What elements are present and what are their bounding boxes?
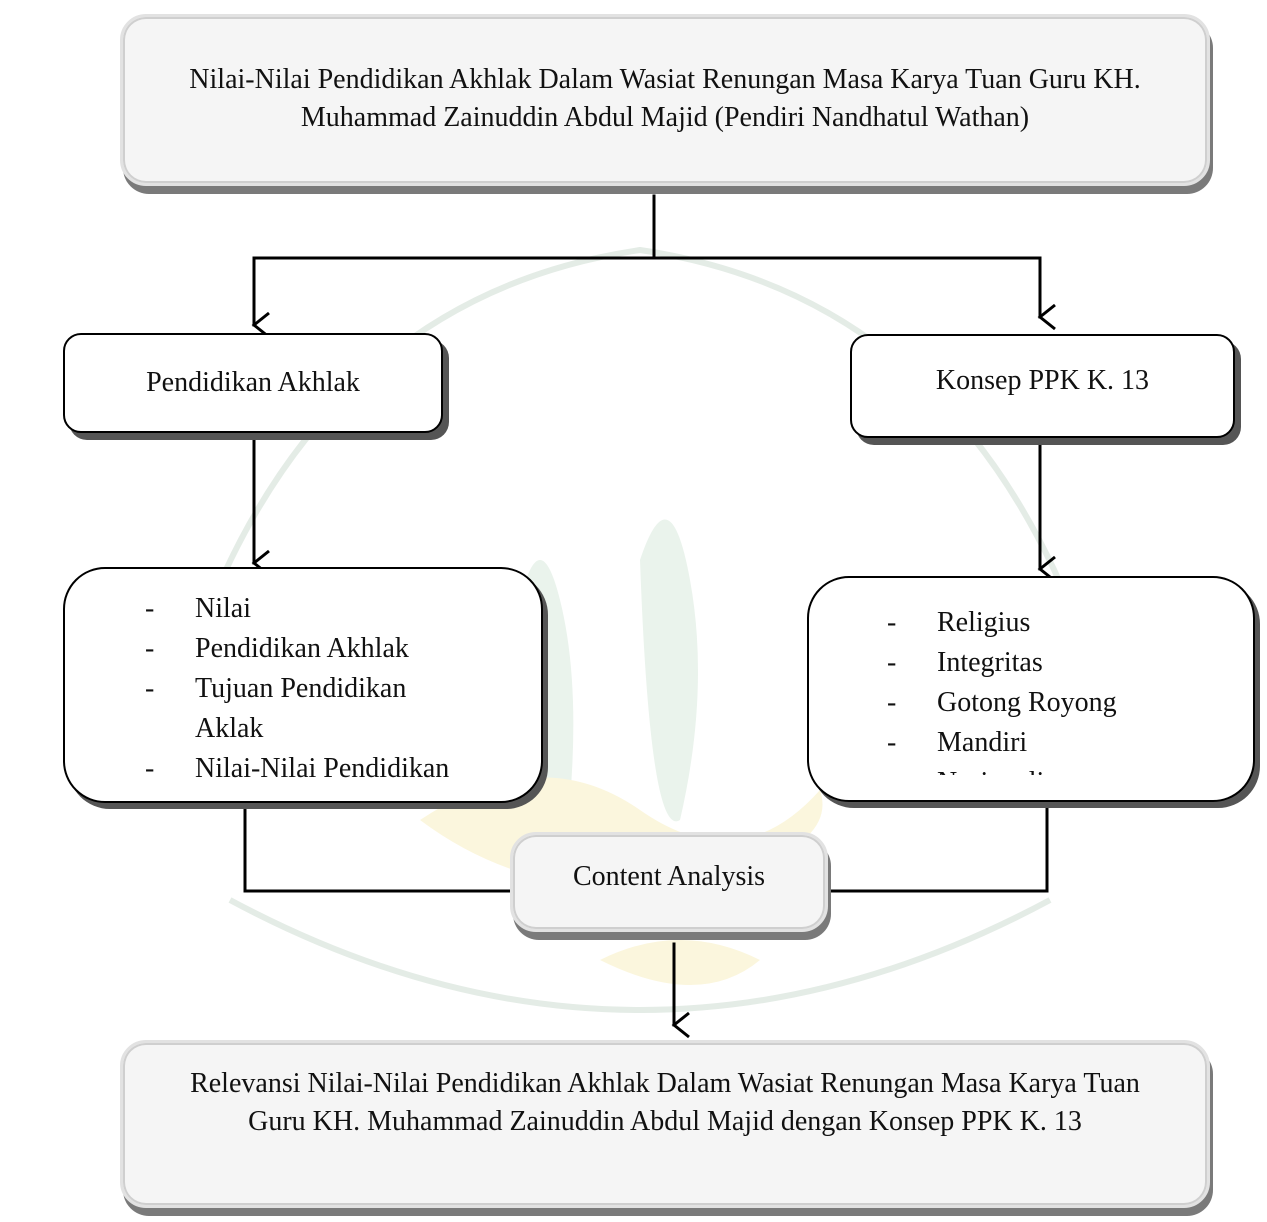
source-text-box: Nilai-Nilai Pendidikan Akhlak Dalam Wasi… (120, 14, 1210, 186)
list-item: - Nilai (145, 589, 541, 629)
source-text-title: Nilai-Nilai Pendidikan Akhlak Dalam Wasi… (189, 64, 1141, 133)
list-item-text: Nasionalis (937, 763, 1217, 775)
konsep-ppk-list-box: - Religius - Integritas - Gotong Royong … (807, 576, 1255, 802)
relevance-result-box: Relevansi Nilai-Nilai Pendidikan Akhlak … (120, 1040, 1210, 1208)
pendidikan-akhlak-title: Pendidikan Akhlak (146, 367, 360, 398)
list-dash: - (887, 607, 897, 638)
list-item-text: Gotong Royong (937, 687, 1117, 718)
list-dash: - (145, 673, 155, 704)
list-item: - Nilai-Nilai Pendidikan (145, 749, 541, 789)
list-item: - Tujuan Pendidikan Aklak (145, 669, 541, 749)
list-item-text: Nilai (195, 593, 251, 624)
list-item-text: Nilai-Nilai Pendidikan (195, 753, 450, 784)
list-dash: - (887, 647, 897, 678)
list-dash: - (887, 763, 937, 775)
connector-left-to-analysis (243, 804, 516, 893)
list-item-text: Tujuan Pendidikan Aklak (195, 673, 407, 744)
list-item: - Mandiri (887, 723, 1253, 763)
list-dash: - (145, 593, 155, 624)
list-dash: - (887, 687, 897, 718)
list-item-text: Integritas (937, 647, 1043, 678)
konsep-ppk-title: Konsep PPK K. 13 (935, 365, 1150, 396)
list-item-text: Pendidikan Akhlak (195, 633, 409, 664)
konsep-ppk-box: Konsep PPK K. 13 (850, 334, 1235, 438)
list-dash: - (145, 753, 155, 784)
list-item: - Integritas (887, 643, 1253, 683)
list-dash: - (145, 633, 155, 664)
list-dash: - (887, 727, 897, 758)
list-item-text: Mandiri (937, 727, 1028, 758)
list-item: - Religius (887, 603, 1253, 643)
pendidikan-akhlak-box: Pendidikan Akhlak (63, 333, 443, 433)
list-item: - Nasionalis (887, 763, 1253, 775)
list-item: - Gotong Royong (887, 683, 1253, 723)
connector-right-to-analysis (824, 804, 1049, 893)
list-item: - Pendidikan Akhlak (145, 629, 541, 669)
content-analysis-label: Content Analysis (572, 861, 766, 892)
pendidikan-akhlak-list-box: - Nilai - Pendidikan Akhlak - Tujuan Pen… (63, 567, 543, 803)
list-item-text: Religius (937, 607, 1031, 638)
content-analysis-box: Content Analysis (510, 832, 828, 932)
relevance-result-text: Relevansi Nilai-Nilai Pendidikan Akhlak … (190, 1068, 1140, 1137)
